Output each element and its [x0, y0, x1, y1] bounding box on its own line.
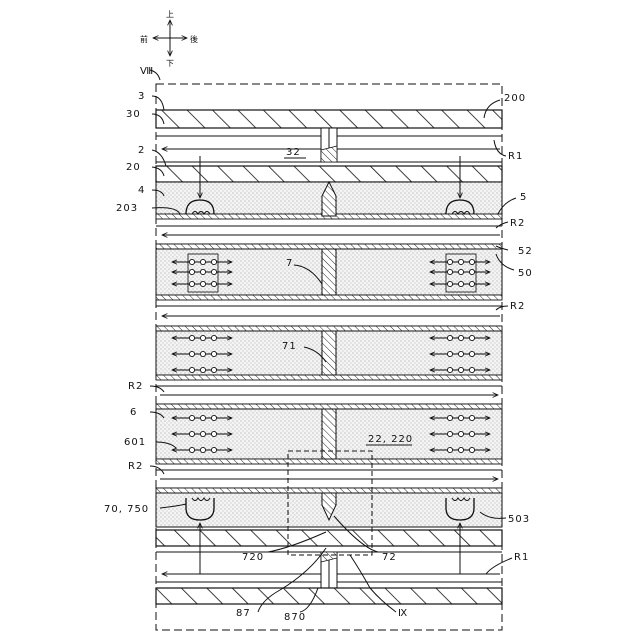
diffusion-particle [469, 367, 474, 372]
diffusion-particle [458, 281, 463, 286]
compass: 上 下 前 後 [140, 10, 198, 68]
compass-down: 下 [166, 59, 174, 68]
label-20: 20 [126, 162, 141, 173]
label-r2-d: R2 [128, 461, 143, 472]
label-87: 87 [236, 608, 251, 619]
diffusion-particle [447, 259, 452, 264]
diffusion-particle [469, 269, 474, 274]
diffusion-particle [211, 447, 216, 452]
diffusion-particle [200, 367, 205, 372]
diffusion-particle [211, 259, 216, 264]
diffusion-particle [458, 259, 463, 264]
diffusion-particle [211, 335, 216, 340]
label-32: 32 [286, 147, 301, 158]
label-r2-b: R2 [510, 301, 525, 312]
label-r1-top: R1 [508, 151, 523, 162]
label-5: 5 [520, 192, 527, 203]
diffusion-particle [447, 367, 452, 372]
label-2: 2 [138, 145, 145, 156]
label-200: 200 [504, 93, 526, 104]
diffusion-particle [200, 415, 205, 420]
diffusion-particle [211, 351, 216, 356]
compass-front: 前 [140, 34, 148, 44]
diffusion-particle [200, 431, 205, 436]
diffusion-particle [458, 335, 463, 340]
label-71: 71 [282, 341, 297, 352]
diffusion-particle [200, 447, 205, 452]
diffusion-particle [189, 447, 194, 452]
diffusion-particle [211, 269, 216, 274]
diffusion-particle [211, 281, 216, 286]
diffusion-particle [447, 351, 452, 356]
label-30: 30 [126, 109, 141, 120]
compass-back: 後 [190, 34, 198, 44]
label-7: 7 [286, 258, 293, 269]
diffusion-particle [189, 269, 194, 274]
section-mark-viii: Ⅷ [140, 66, 154, 77]
diffusion-particle [469, 447, 474, 452]
diffusion-particle [469, 351, 474, 356]
label-720: 720 [242, 552, 264, 563]
diffusion-particle [469, 259, 474, 264]
label-ix: Ⅸ [398, 608, 408, 619]
diffusion-particle [447, 335, 452, 340]
label-22-220: 22, 220 [368, 434, 413, 445]
label-870: 870 [284, 612, 306, 623]
diffusion-particle [189, 351, 194, 356]
diffusion-particle [189, 281, 194, 286]
label-r2-a: R2 [510, 218, 525, 229]
diffusion-particle [200, 259, 205, 264]
label-70-750: 70, 750 [104, 504, 149, 515]
diffusion-particle [458, 431, 463, 436]
diffusion-particle [211, 415, 216, 420]
diffusion-particle [458, 367, 463, 372]
diffusion-particle [458, 269, 463, 274]
diffusion-particle [200, 281, 205, 286]
diffusion-particle [469, 281, 474, 286]
diffusion-particle [458, 415, 463, 420]
diffusion-particle [447, 447, 452, 452]
diffusion-particle [189, 259, 194, 264]
compass-up: 上 [166, 10, 174, 19]
label-4: 4 [138, 185, 145, 196]
label-50: 50 [518, 268, 533, 279]
diffusion-particle [447, 431, 452, 436]
diffusion-particle [189, 415, 194, 420]
diffusion-particle [469, 415, 474, 420]
diffusion-particle [469, 335, 474, 340]
diffusion-particle [469, 431, 474, 436]
label-72: 72 [382, 552, 397, 563]
diffusion-particle [447, 281, 452, 286]
diffusion-particle [458, 351, 463, 356]
label-203: 203 [116, 203, 138, 214]
label-r1-bottom: R1 [514, 552, 529, 563]
label-601: 601 [124, 437, 146, 448]
diffusion-particle [189, 431, 194, 436]
separator-20 [156, 166, 502, 182]
label-503: 503 [508, 514, 530, 525]
diffusion-particle [200, 269, 205, 274]
diffusion-particle [189, 335, 194, 340]
diffusion-particle [200, 351, 205, 356]
diffusion-particle [458, 447, 463, 452]
label-3: 3 [138, 91, 145, 102]
label-6: 6 [130, 407, 137, 418]
label-52: 52 [518, 246, 533, 257]
diffusion-particle [189, 367, 194, 372]
diffusion-particle [211, 367, 216, 372]
diffusion-particle [200, 335, 205, 340]
plate-30 [156, 110, 502, 128]
diffusion-particle [447, 269, 452, 274]
diffusion-particle [211, 431, 216, 436]
diffusion-particle [447, 415, 452, 420]
label-r2-c: R2 [128, 381, 143, 392]
